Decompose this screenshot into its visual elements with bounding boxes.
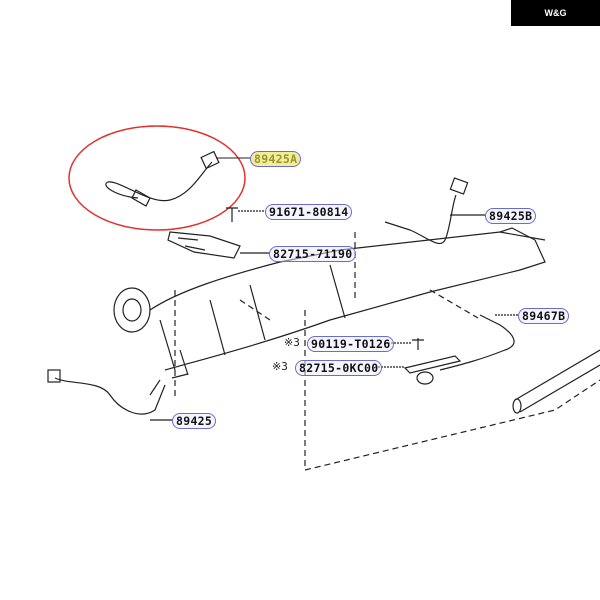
part-label-89425[interactable]: 89425 bbox=[172, 413, 217, 429]
part-label-82715-71190[interactable]: 82715-71190 bbox=[269, 246, 357, 262]
part-label-89425a[interactable]: 89425A bbox=[250, 151, 302, 167]
part-label-89467b[interactable]: 89467B bbox=[518, 308, 570, 324]
dashed-reference-lines bbox=[174, 232, 600, 471]
note-mark: ※3 bbox=[272, 360, 288, 373]
note-mark: ※3 bbox=[284, 336, 300, 349]
highlight-circle bbox=[68, 125, 246, 231]
exhaust-pipe-drawing bbox=[512, 349, 600, 414]
sensor-89425b-drawing bbox=[384, 177, 486, 245]
bolt-bracket-drawing bbox=[167, 207, 270, 259]
sensor-89425-drawing bbox=[47, 369, 173, 421]
part-label-91671-80814[interactable]: 91671-80814 bbox=[265, 204, 353, 220]
part-label-82715-0kc00[interactable]: 82715-0KC00 bbox=[295, 360, 383, 376]
part-label-90119-t0126[interactable]: 90119-T0126 bbox=[307, 336, 395, 352]
logo-text: W&G bbox=[544, 8, 567, 18]
part-label-89425b[interactable]: 89425B bbox=[485, 208, 537, 224]
sensor-89467b-drawing bbox=[375, 314, 519, 385]
brand-logo: W&G bbox=[511, 0, 600, 26]
sensor-89425a-drawing bbox=[105, 150, 250, 207]
